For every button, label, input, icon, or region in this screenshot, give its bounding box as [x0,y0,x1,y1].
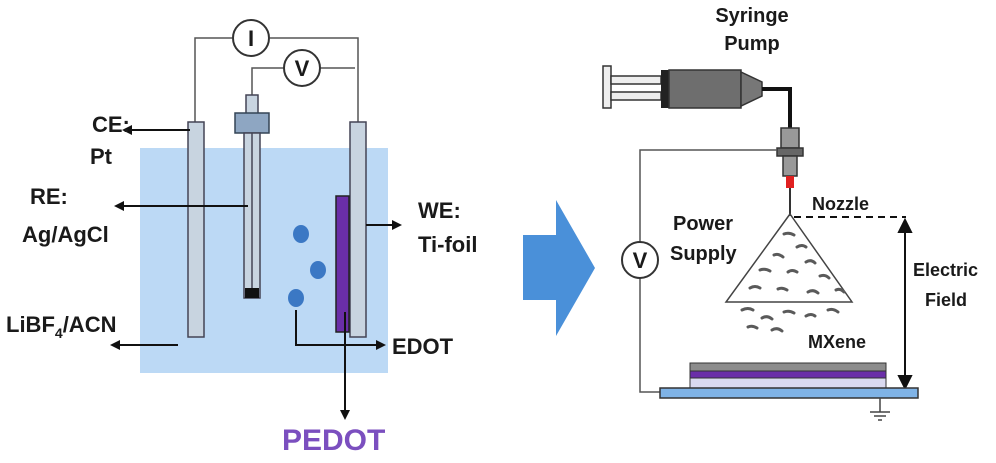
ce-label-line2: Pt [90,144,113,169]
re-label-line1: RE: [30,184,68,209]
counter-electrode [187,121,205,338]
spray-cone [724,212,854,303]
feed-tubing [762,87,792,128]
electrospray-setup: Syringe Pump V Powe [602,5,978,421]
nozzle [776,127,804,216]
edot-droplet [310,261,326,279]
pedot-label: PEDOT [282,424,385,457]
current-meter: I [232,19,270,57]
electric-field-label-line1: Electric [913,260,978,280]
edot-droplet [288,289,304,307]
electric-field-arrow [897,217,913,391]
re-label-line2: Ag/AgCl [22,222,109,247]
electric-field-label-line2: Field [925,290,967,310]
edot-droplet [293,225,309,243]
electrolyte-label: LiBF4/ACN [6,312,116,341]
we-label-line1: WE: [418,198,461,223]
voltage-meter: V [283,49,321,87]
ce-label-line1: CE: [92,112,130,137]
syringe-pump-label-line1: Syringe [715,5,788,27]
electrochemical-cell: I V [6,19,477,457]
power-supply-meter-label: V [633,248,648,273]
power-supply-circuit [639,149,777,393]
nozzle-label: Nozzle [812,194,869,214]
current-meter-label: I [248,26,254,51]
mxene-flakes [740,231,846,333]
working-electrode [349,121,367,338]
mxene-label: MXene [808,332,866,352]
power-supply-label-line1: Power [673,213,733,235]
power-supply-label-line2: Supply [670,243,738,265]
we-label-line2: Ti-foil [418,232,477,257]
process-arrow [523,200,595,336]
syringe [602,65,763,109]
pedot-film [335,195,350,333]
edot-label: EDOT [392,334,454,359]
reference-electrode [234,94,270,299]
ground-icon [870,398,890,421]
power-supply-meter: V [621,241,659,279]
label-arrows [110,125,402,420]
syringe-pump-label-line2: Pump [724,33,780,55]
circuit-wires [194,37,359,122]
voltage-meter-label: V [295,56,310,81]
substrate-stack [659,362,919,399]
